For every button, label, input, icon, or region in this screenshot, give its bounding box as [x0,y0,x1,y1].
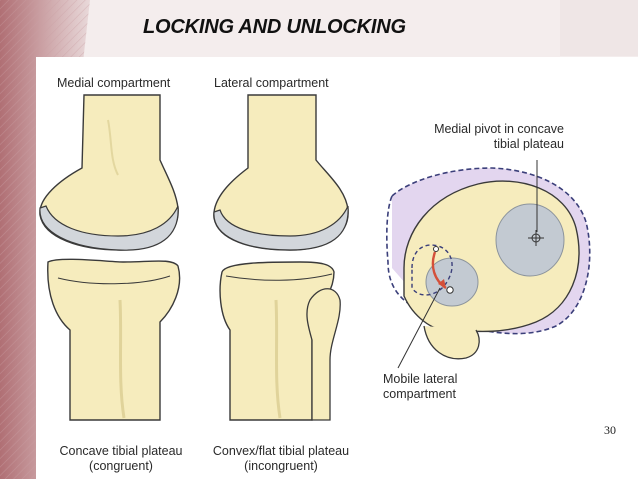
tibial-plateau-top-view [386,160,591,369]
concave-caption-line2: (congruent) [89,459,153,473]
rotation-dashed-outline [386,167,591,335]
page-number: 30 [604,423,616,437]
convex-caption-line2: (incongruent) [244,459,318,473]
medial-knee-illustration [39,94,181,421]
lateral-facet [425,257,479,307]
lateral-compartment-label: Lateral compartment [214,76,329,90]
tibial-tuberosity [423,325,480,360]
lateral-femoral-cartilage [213,205,349,251]
fibula [306,288,341,421]
slide-title: LOCKING AND UNLOCKING [143,16,406,38]
medial-femoral-cartilage [39,205,179,251]
rotation-arrowhead-icon [438,279,446,288]
mobile-lateral-label-line1: Mobile lateral [383,372,458,386]
convex-caption: Convex/flat tibial plateau (incongruent) [196,444,366,474]
medial-pivot-label: Medial pivot in concave tibial plateau [386,122,564,152]
medial-pivot-label-line1: Medial pivot in concave [434,122,564,136]
lateral-knee-illustration [213,94,349,421]
medial-tibia [47,258,181,421]
concave-caption-line1: Concave tibial plateau [59,444,183,458]
medial-pivot-label-line2: tibial plateau [493,137,564,151]
pivot-crosshair-icon [528,230,544,246]
convex-caption-line1: Convex/flat tibial plateau [212,444,350,458]
medial-compartment-label: Medial compartment [57,76,171,90]
medial-concave-facet [495,203,565,277]
mobile-lateral-label: Mobile lateral compartment [383,372,457,402]
mobile-lateral-leader-line [397,287,441,369]
lateral-dashed-facet [411,244,453,296]
concave-caption: Concave tibial plateau (congruent) [46,444,196,474]
mobile-lateral-label-line2: compartment [383,387,456,401]
